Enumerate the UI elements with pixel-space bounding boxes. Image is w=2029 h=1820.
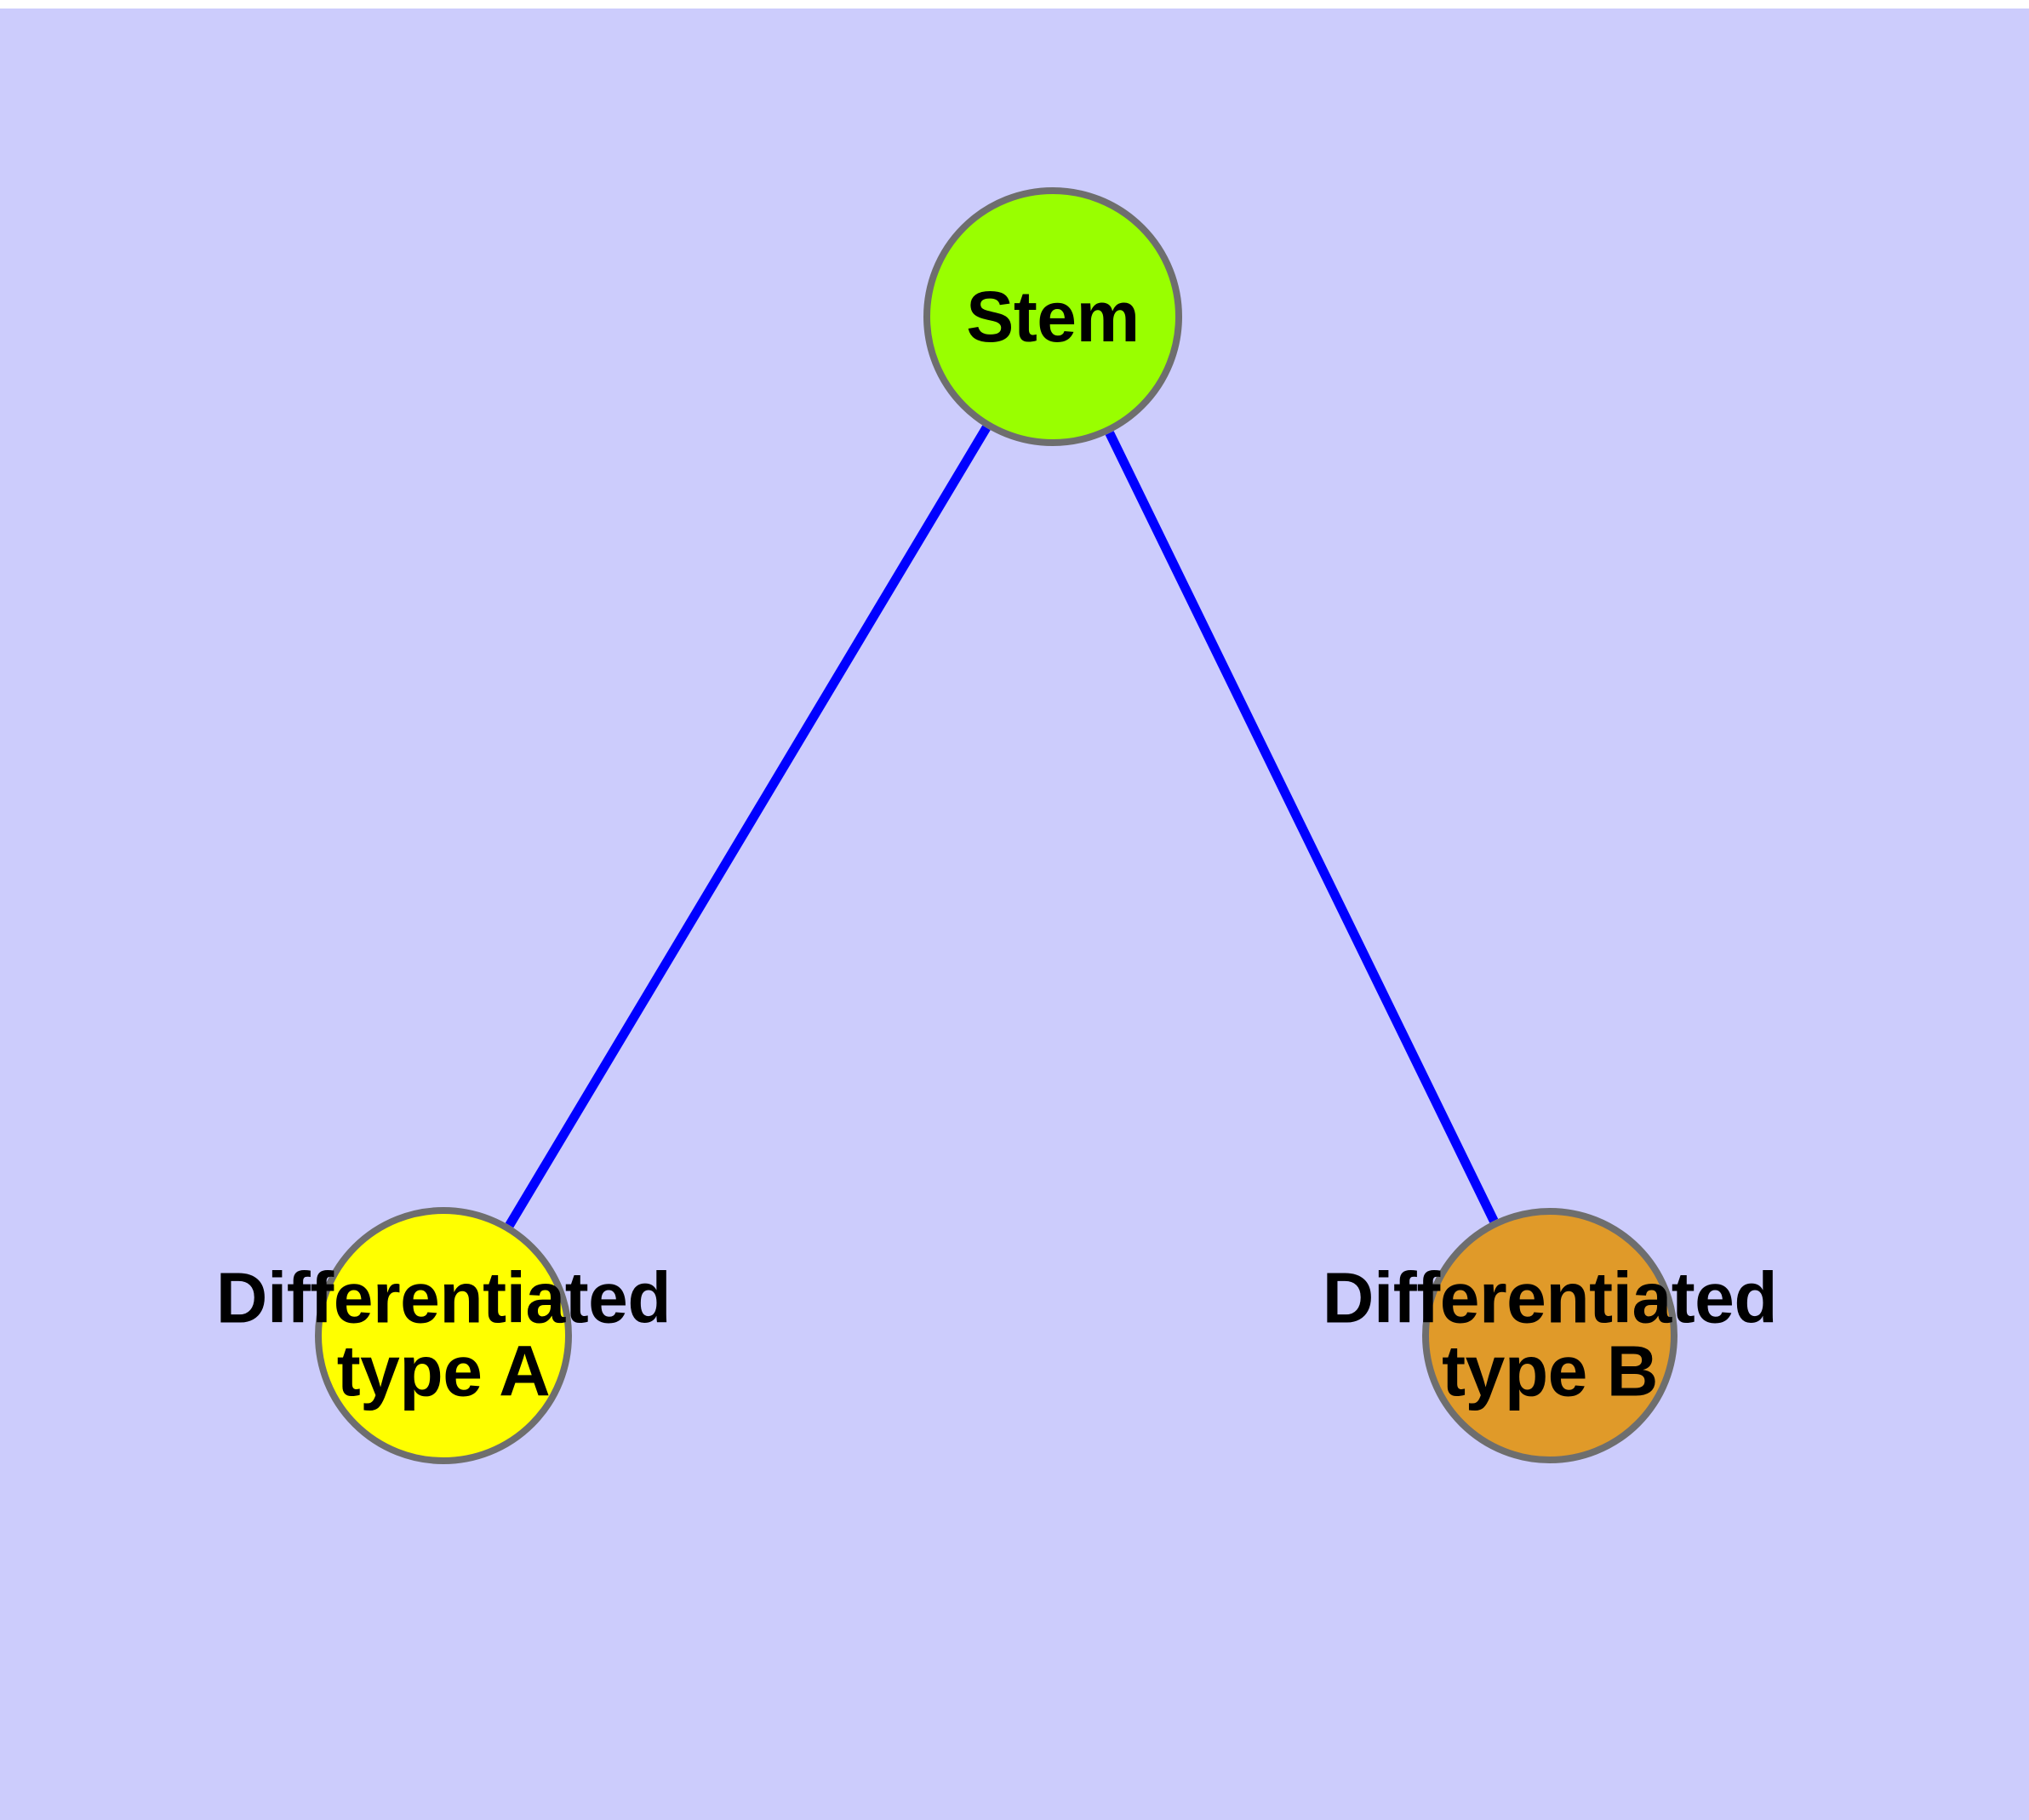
edge-stem-to-differentiated-type-a — [505, 425, 991, 1228]
node-differentiated-type-b[interactable] — [1422, 1208, 1677, 1463]
node-stem[interactable] — [923, 187, 1182, 446]
node-layer — [315, 187, 1677, 1464]
edge-layer — [505, 425, 1499, 1228]
node-differentiated-type-a[interactable] — [315, 1207, 572, 1464]
edge-stem-to-differentiated-type-b — [1105, 431, 1499, 1223]
